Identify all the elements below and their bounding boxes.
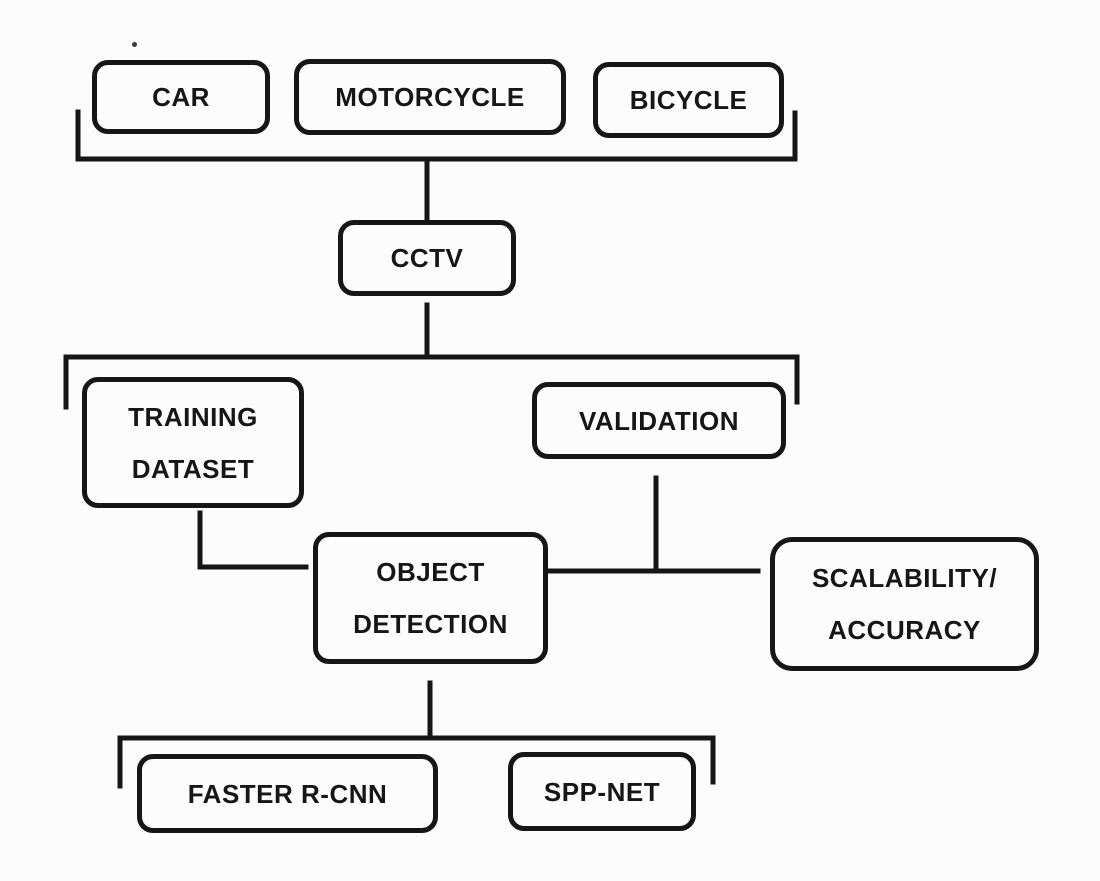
node-bicycle: BICYCLE (593, 62, 784, 138)
node-spp-net: SPP-NET (508, 752, 696, 831)
stray-dot-artifact (132, 42, 137, 47)
node-scalability-accuracy-label-line1: SCALABILITY/ (811, 563, 998, 593)
node-faster-rcnn-label: FASTER R-CNN (187, 778, 388, 809)
node-motorcycle-label: MOTORCYCLE (335, 82, 525, 112)
node-training-dataset: TRAINING DATASET (82, 377, 304, 508)
node-validation-label: VALIDATION (578, 405, 740, 436)
node-faster-rcnn: FASTER R-CNN (137, 754, 438, 833)
node-car: CAR (92, 60, 270, 134)
node-bicycle-label: BICYCLE (629, 85, 748, 115)
connector-training-to-object (197, 510, 309, 570)
node-scalability-accuracy: SCALABILITY/ ACCURACY (770, 537, 1039, 671)
node-motorcycle: MOTORCYCLE (294, 59, 566, 135)
node-scalability-accuracy-label-line2: ACCURACY (828, 615, 981, 645)
node-cctv: CCTV (338, 220, 516, 296)
node-car-label: CAR (152, 82, 210, 112)
node-object-detection-label-line1: OBJECT (376, 557, 485, 587)
node-cctv-label: CCTV (390, 243, 464, 273)
node-training-dataset-label-line1: TRAINING (128, 401, 258, 432)
node-validation: VALIDATION (532, 382, 786, 459)
node-object-detection-label-line2: DETECTION (353, 609, 508, 639)
node-training-dataset-label-line2: DATASET (131, 453, 255, 484)
node-object-detection: OBJECT DETECTION (313, 532, 548, 664)
node-spp-net-label: SPP-NET (543, 776, 661, 807)
